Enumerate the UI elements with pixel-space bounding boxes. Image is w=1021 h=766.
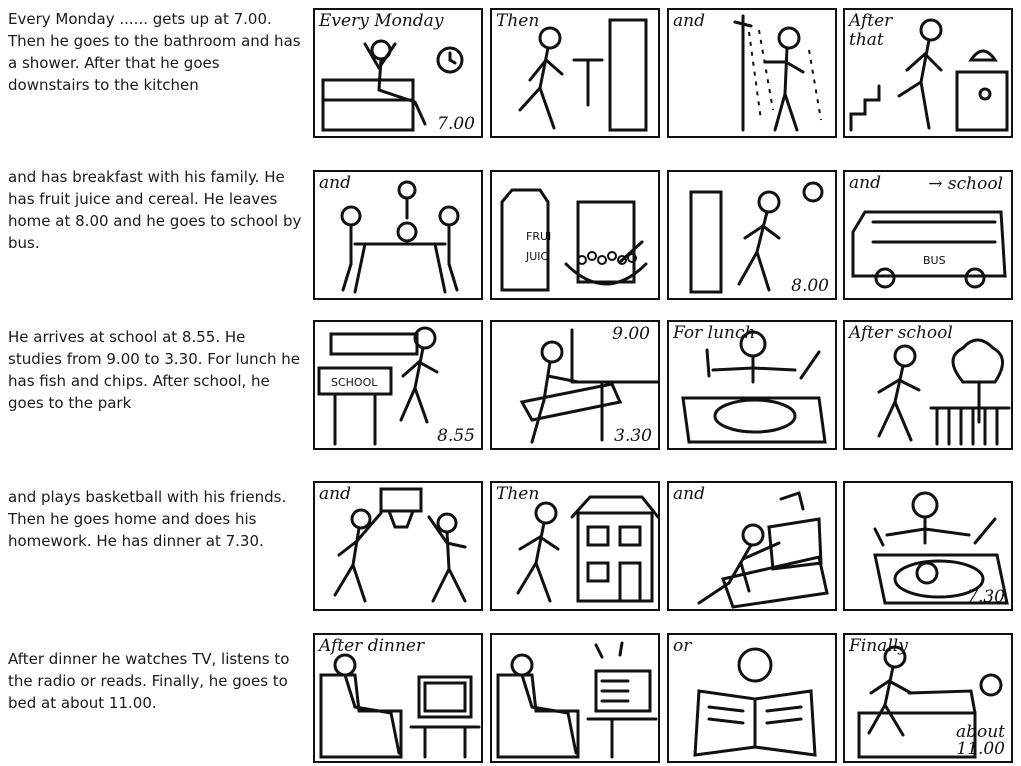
bus-drawing [851,210,1007,289]
caption-finally: Finally [849,636,908,656]
panel-bus: and → school BUS [843,170,1013,300]
caption-to-school: → school [928,174,1003,194]
panel-leave-home: 8.00 [667,170,837,300]
caption-or: or [673,636,692,656]
row-1-text: Every Monday ...... gets up at 7.00. The… [8,10,301,94]
arrive-school-drawing [317,326,439,446]
panel-watch-tv: After dinner [313,633,483,763]
school-sign: SCHOOL [331,376,378,389]
caption-and: and [319,173,351,193]
caption-time-9: 9.00 [612,324,650,344]
panel-read: or [667,633,837,763]
caption-then: Then [496,484,540,504]
panel-lunch: For lunch [667,320,837,450]
caption-time-330: 3.30 [614,426,652,446]
caption-bus-sign: BUS [923,254,946,267]
row-2-text: and has breakfast with his family. He ha… [8,168,302,252]
leave-home-drawing [689,181,824,294]
caption-after-school: After school [849,323,953,343]
caption-time-8: 8.00 [791,276,829,296]
read-drawing [693,647,817,757]
caption-and: and [673,11,705,31]
caption-and: and [673,484,705,504]
panel-breakfast: and [313,170,483,300]
homework-drawing [697,491,829,609]
row-4-text: and plays basketball with his friends. T… [8,488,287,550]
dinner-drawing [873,491,1009,605]
caption-juice-label-1: FRUI [526,230,552,243]
caption-time-730: 7.30 [967,587,1005,607]
panel-radio [490,633,660,763]
caption-then: Then [496,11,540,31]
juice-cereal-drawing [500,188,648,292]
panel-arrive-school: SCHOOL 8.55 [313,320,483,450]
caption-after-dinner: After dinner [319,636,425,656]
watch-tv-drawing [319,653,481,759]
panel-wake-up: Every Monday 7.00 [313,8,483,138]
caption-and: and [319,484,351,504]
radio-drawing [496,641,658,759]
panel-study: 9.00 3.30 [490,320,660,450]
panel-juice-cereal: FRUI JUIC [490,170,660,300]
bed-drawing [857,645,1003,759]
study-drawing [519,328,658,444]
panel-park: After school [843,320,1013,450]
park-drawing [877,338,1011,446]
caption-time-7: 7.00 [437,114,475,134]
go-home-drawing [516,495,658,603]
panel-dinner: 7.30 [843,481,1013,611]
caption-for-lunch: For lunch [673,323,756,343]
caption-every-monday: Every Monday [319,11,444,31]
row-3-text: He arrives at school at 8.55. He studies… [8,328,300,412]
caption-that: that [849,30,884,50]
kitchen-drawing [849,18,1009,132]
breakfast-drawing [340,180,460,294]
panel-shower: and [667,8,837,138]
basketball-drawing [333,487,467,603]
caption-juice-label-2: JUIC [526,250,549,263]
caption-time-855: 8.55 [437,426,475,446]
lunch-drawing [681,330,827,444]
panel-bed: Finally about 11.00 [843,633,1013,763]
panel-kitchen: After that [843,8,1013,138]
caption-and: and [849,173,881,193]
panel-homework: and [667,481,837,611]
wake-up-drawing [321,39,464,132]
panel-go-home: Then [490,481,660,611]
caption-about: about [955,722,1005,742]
caption-time-11: 11.00 [956,739,1005,759]
caption-after: After [849,11,893,31]
bathroom-drawing [518,18,648,132]
panel-bathroom: Then [490,8,660,138]
row-5-text: After dinner he watches TV, listens to t… [8,650,290,712]
panel-basketball: and [313,481,483,611]
shower-drawing [733,14,822,132]
